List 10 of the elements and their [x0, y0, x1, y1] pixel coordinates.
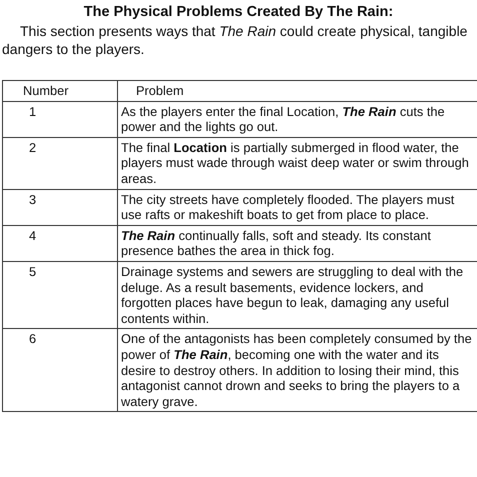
column-header: Number	[2, 80, 118, 102]
row-number: 6	[2, 328, 118, 412]
intro-paragraph: This section presents ways that The Rain could create physical, tangible dangers to the players.	[2, 22, 468, 58]
row-number: 2	[2, 137, 118, 190]
row-number: 3	[2, 189, 118, 226]
row-number: 5	[2, 261, 118, 329]
row-number: 1	[2, 101, 118, 138]
column-header: Problem	[118, 80, 477, 102]
row-number: 4	[2, 225, 118, 262]
title: The Physical Problems Created By The Rain:	[82, 4, 394, 20]
